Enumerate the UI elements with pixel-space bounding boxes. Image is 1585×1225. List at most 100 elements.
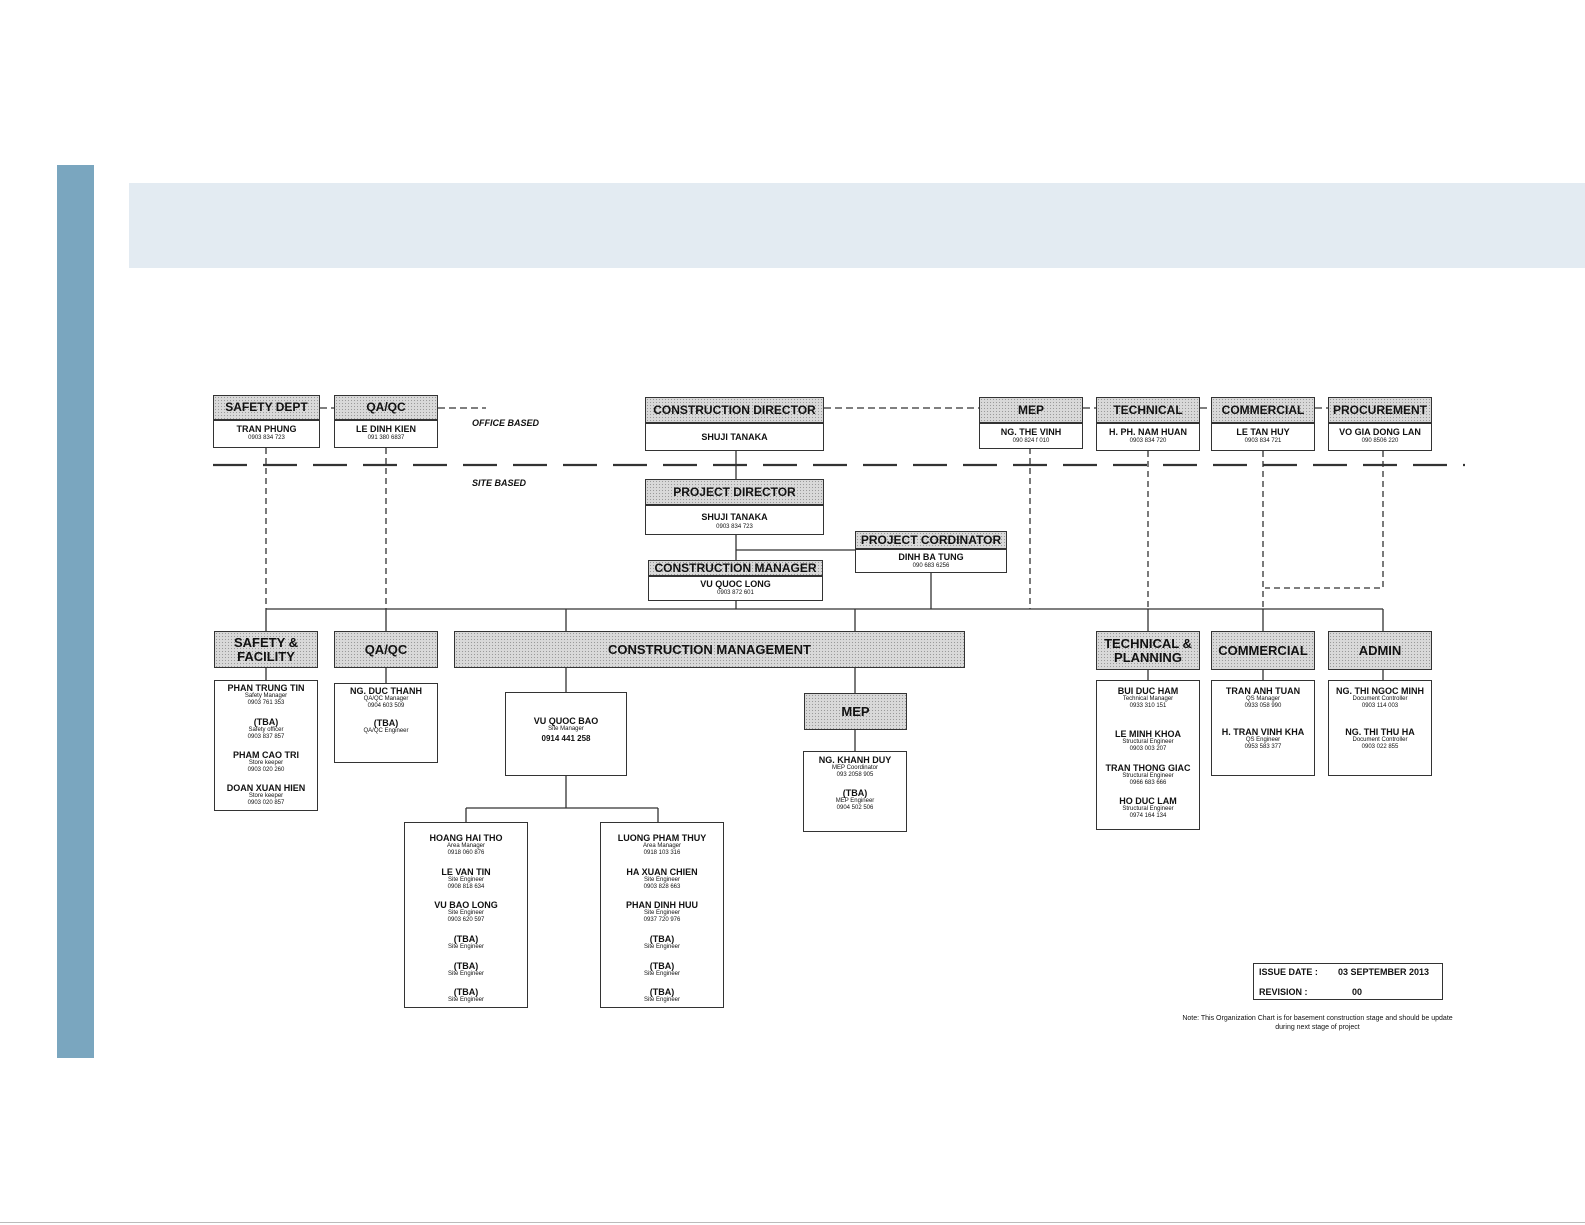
office-safety-phone: 0903 834 723	[248, 435, 285, 441]
member-phone: 0974 164 134	[1129, 813, 1167, 819]
member-phone: 0903 761 353	[247, 700, 285, 706]
member-phone: 0903 837 857	[247, 734, 285, 740]
revision-label: REVISION :	[1259, 987, 1308, 997]
member-role: Technical Manager	[1122, 696, 1174, 702]
project-coordinator-header: PROJECT CORDINATOR	[855, 531, 1007, 549]
member-role: QA/QC Manager	[363, 696, 409, 702]
member-phone: 0903 114 003	[1361, 703, 1399, 709]
member-name: (TBA)	[373, 718, 399, 728]
member-role: QS Manager	[1245, 696, 1281, 702]
member-phone: 0966 683 666	[1129, 780, 1167, 786]
member-name: DOAN XUAN HIEN	[226, 783, 306, 793]
commercial-dept-header: COMMERCIAL	[1211, 631, 1315, 670]
office-qaqc-box: LE DINH KIEN 091 380 6837	[334, 420, 438, 448]
member-name: HOANG HAI THO	[429, 833, 503, 843]
member-role: Site Engineer	[643, 944, 681, 950]
construction-director-box: SHUJI TANAKA	[645, 423, 824, 451]
project-director-header: PROJECT DIRECTOR	[645, 479, 824, 505]
office-qaqc-header: QA/QC	[334, 395, 438, 420]
member-phone: 0918 060 876	[447, 850, 485, 856]
construction-manager-header: CONSTRUCTION MANAGER	[648, 560, 823, 576]
office-technical-header: TECHNICAL	[1096, 397, 1200, 423]
project-director-name: SHUJI TANAKA	[701, 512, 768, 522]
member-role: Structural Engineer	[1122, 739, 1174, 745]
project-coordinator-name: DINH BA TUNG	[898, 552, 964, 562]
member-phone: 0914 441 258	[541, 734, 591, 743]
member-role: MEP Coordinator	[832, 765, 878, 771]
member-name: BUI DUC HAM	[1117, 686, 1179, 696]
office-safety-name: TRAN PHUNG	[236, 424, 297, 434]
member-role: Site Manager	[548, 726, 584, 732]
member-phone: 0903 620 597	[447, 917, 485, 923]
member-role: Area Manager	[446, 843, 486, 849]
member-name: HO DUC LAM	[1119, 796, 1177, 806]
bottom-divider	[0, 1222, 1585, 1223]
office-mep-phone: 090 824 f 010	[1012, 438, 1050, 444]
project-director-phone: 0903 834 723	[716, 524, 753, 530]
office-safety-box: TRAN PHUNG 0903 834 723	[213, 420, 320, 448]
member-name: (TBA)	[649, 987, 675, 997]
construction-manager-box: VU QUOC LONG 0903 872 601	[648, 576, 823, 601]
qaqc-members-box: NG. DUC THANH QA/QC Manager 0904 603 509…	[334, 683, 438, 763]
member-role: Site Engineer	[643, 971, 681, 977]
member-role: Store keeper	[248, 793, 284, 799]
member-phone: 0937 720 976	[643, 917, 681, 923]
office-commercial-header: COMMERCIAL	[1211, 397, 1315, 423]
area1-members-box: HOANG HAI THO Area Manager 0918 060 876 …	[404, 822, 528, 1008]
safety-facility-header: SAFETY & FACILITY	[214, 631, 318, 668]
member-role: Document Controller	[1352, 696, 1408, 702]
member-name: VU QUOC BAO	[533, 716, 599, 726]
member-phone: 0904 603 509	[367, 703, 405, 709]
safety-members-box: PHAN TRUNG TIN Safety Manager 0903 761 3…	[214, 680, 318, 811]
member-phone: 0903 828 663	[643, 884, 681, 890]
issue-date-value: 03 SEPTEMBER 2013	[1338, 967, 1430, 977]
member-phone: 0953 583 377	[1244, 744, 1282, 750]
member-name: TRAN THONG GIAC	[1105, 763, 1191, 773]
side-accent-bar	[57, 165, 94, 1058]
member-role: Store keeper	[248, 760, 284, 766]
member-role: Site Engineer	[447, 971, 485, 977]
member-name: LE MINH KHOA	[1115, 729, 1181, 739]
office-based-label: OFFICE BASED	[472, 418, 540, 428]
office-qaqc-name: LE DINH KIEN	[355, 424, 416, 434]
member-phone: 0904 502 506	[836, 805, 874, 811]
member-role: Safety officer	[248, 727, 284, 733]
member-name: NG. KHANH DUY	[818, 755, 892, 765]
office-commercial-box: LE TAN HUY 0903 834 721	[1211, 423, 1315, 451]
member-name: NG. THI NGOC MINH	[1336, 686, 1424, 696]
member-phone: 0908 818 634	[447, 884, 485, 890]
member-name: LE VAN TIN	[441, 867, 491, 877]
member-phone: 0903 020 857	[247, 800, 285, 806]
construction-manager-name: VU QUOC LONG	[700, 579, 771, 589]
technical-planning-header: TECHNICAL & PLANNING	[1096, 631, 1200, 670]
construction-director-header: CONSTRUCTION DIRECTOR	[645, 397, 824, 423]
member-name: PHAN TRUNG TIN	[227, 683, 305, 693]
member-role: MEP Engineer	[835, 798, 875, 804]
member-phone: 0933 058 990	[1244, 703, 1282, 709]
member-role: Safety Manager	[244, 693, 288, 699]
construction-manager-phone: 0903 872 601	[717, 590, 754, 596]
site-mep-header: MEP	[804, 693, 907, 730]
office-procurement-name: VO GIA DONG LAN	[1339, 427, 1421, 437]
member-role: Site Engineer	[643, 997, 681, 1003]
office-mep-header: MEP	[979, 397, 1083, 423]
member-phone: 0933 310 151	[1129, 703, 1167, 709]
member-role: QA/QC Engineer	[363, 728, 409, 734]
office-procurement-box: VO GIA DONG LAN 090 8506 220	[1328, 423, 1432, 451]
issue-info-box: ISSUE DATE : 03 SEPTEMBER 2013 REVISION …	[1253, 963, 1443, 1000]
admin-members-box: NG. THI NGOC MINH Document Controller 09…	[1328, 680, 1432, 776]
member-name: (TBA)	[453, 934, 479, 944]
footnote: Note: This Organization Chart is for bas…	[1182, 1015, 1453, 1031]
office-mep-name: NG. THE VINH	[1000, 427, 1062, 437]
member-name: LUONG PHAM THUY	[617, 833, 707, 843]
area2-members-box: LUONG PHAM THUY Area Manager 0918 103 31…	[600, 822, 724, 1008]
issue-date-label: ISSUE DATE :	[1259, 967, 1318, 977]
member-name: (TBA)	[649, 961, 675, 971]
member-phone: 0903 022 855	[1361, 744, 1399, 750]
qaqc-dept-header: QA/QC	[334, 631, 438, 668]
construction-management-header: CONSTRUCTION MANAGEMENT	[454, 631, 965, 668]
office-technical-name: H. PH. NAM HUAN	[1109, 427, 1187, 437]
site-manager-box: VU QUOC BAO Site Manager 0914 441 258	[505, 692, 627, 776]
member-phone: 0903 020 260	[247, 767, 285, 773]
